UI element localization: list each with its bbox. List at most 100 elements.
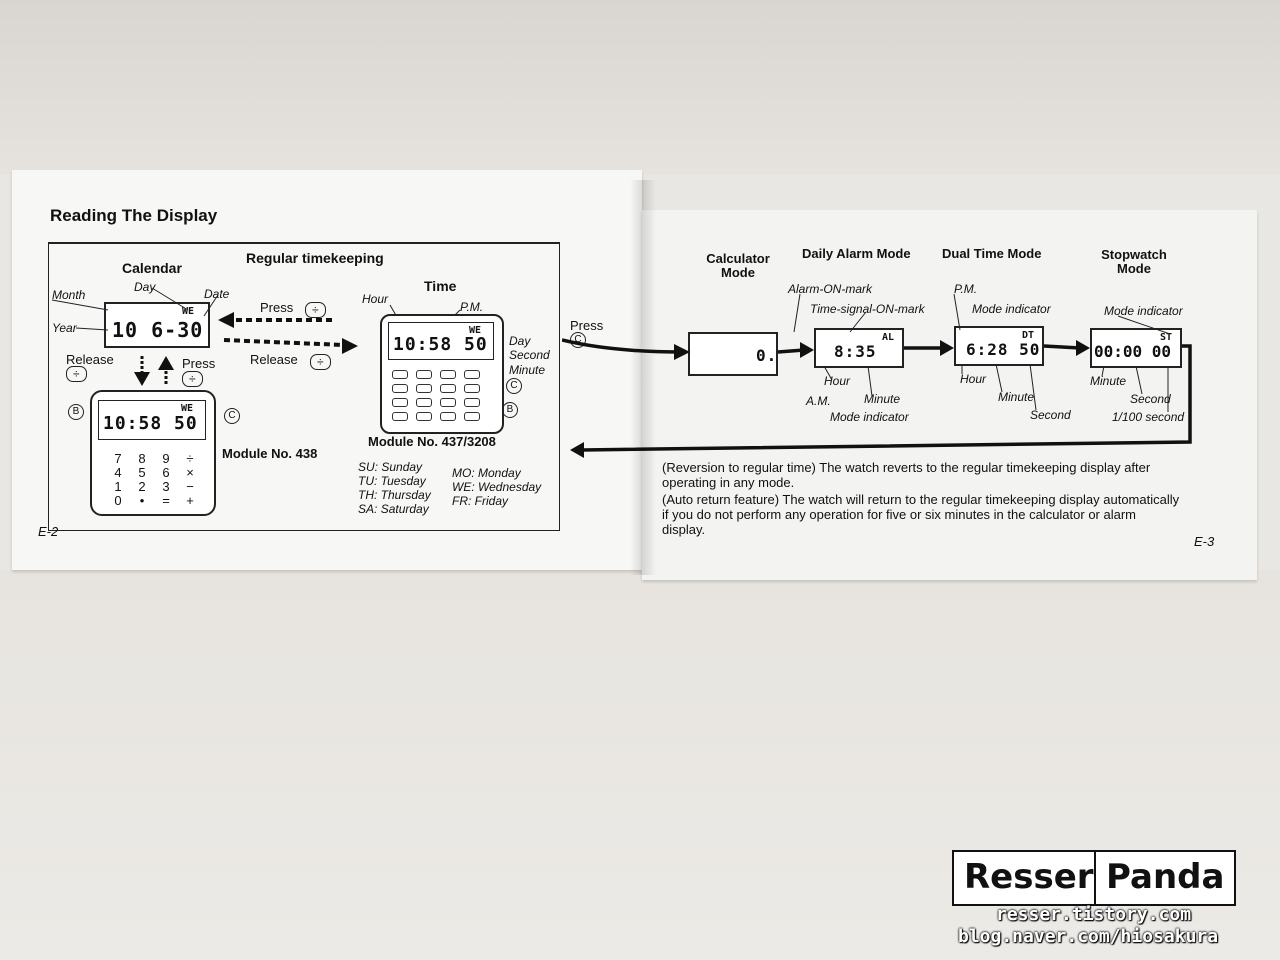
calendar-press-label: Press [182, 356, 216, 371]
label-day: Day [134, 280, 156, 294]
label-time-minute: Minute [509, 363, 546, 377]
button-b-437: B [502, 402, 518, 418]
label-sw-mode-indicator: Mode indicator [1104, 304, 1183, 318]
page-heading: Reading The Display [50, 206, 218, 225]
keypad-key: 2 [138, 479, 146, 494]
label-date: Date [204, 287, 230, 301]
calendar-title: Calendar [122, 260, 182, 276]
button-c-437: C [506, 378, 522, 394]
module-438-lcd-digits: 10:58 50 [103, 413, 198, 434]
key-14 [416, 412, 432, 421]
label-sw-second: Second [1130, 392, 1171, 406]
label-pm: P.M. [460, 300, 484, 314]
label-dual-pm: P.M. [954, 282, 978, 296]
keypad-key: • [139, 493, 145, 508]
watch-438: WE 10:58 50 7 8 9 ÷ 4 5 6 × 1 2 3 − 0 • … [90, 390, 216, 516]
label-dual-second: Second [1030, 408, 1071, 422]
keypad-key: 6 [162, 465, 170, 480]
label-sw-minute: Minute [1090, 374, 1127, 388]
label-alarm-on-mark: Alarm-ON-mark [788, 282, 872, 296]
left-page: Reading The Display Regular timekeeping … [12, 170, 642, 570]
label-alarm-minute: Minute [864, 392, 901, 406]
page-number-left: E-2 [38, 524, 59, 539]
calendar-lcd: WE 10 6-30 [104, 302, 210, 348]
label-alarm-am: A.M. [806, 394, 831, 408]
watermark-left-box: Resser [952, 850, 1106, 906]
module-437-label: Module No. 437/3208 [368, 434, 496, 449]
watch-437: WE 10:58 50 [380, 314, 504, 434]
calendar-release-key: ÷ [66, 366, 87, 382]
keypad-key: 5 [138, 465, 146, 480]
key-5 [392, 384, 408, 393]
press-divide-label: Press [260, 300, 294, 315]
keypad-key: 7 [114, 451, 122, 466]
button-c-438: C [224, 408, 240, 424]
key-11 [440, 398, 456, 407]
label-hour: Hour [362, 292, 389, 306]
lcd-stopwatch-digits: 00:00 00 [1094, 342, 1172, 361]
lcd-calculator: 0. [688, 332, 778, 376]
keypad-key: 8 [138, 451, 146, 466]
keypad-key: 0 [114, 493, 122, 508]
keypad-key: = [162, 493, 170, 508]
day-tu: TU: Tuesday [358, 474, 426, 488]
regular-timekeeping-frame [48, 242, 560, 531]
label-dual-hour: Hour [960, 372, 987, 386]
time-title: Time [424, 278, 457, 294]
watermark-right-box: Panda [1094, 850, 1237, 906]
lcd-alarm-mode: AL [882, 332, 895, 343]
key-16 [464, 412, 480, 421]
label-sw-hundredth: 1/100 second [1112, 410, 1185, 424]
keypad-key: ÷ [186, 451, 194, 466]
label-year: Year [52, 321, 77, 335]
mode-title-alarm: Daily Alarm Mode [802, 246, 911, 261]
watermark-url-1: resser.tistory.com [996, 904, 1192, 925]
keypad-key: + [186, 493, 194, 508]
key-12 [464, 398, 480, 407]
time-lcd: WE 10:58 50 [388, 322, 494, 360]
key-2 [416, 370, 432, 379]
press-c-key: C [570, 332, 586, 348]
lcd-dualtime-mode: DT [1022, 330, 1035, 341]
key-9 [392, 398, 408, 407]
lcd-alarm: AL 8:35 [814, 328, 904, 368]
label-dual-minute: Minute [998, 390, 1035, 404]
label-time-day: Day [509, 334, 531, 348]
mode-flow-arrows [562, 293, 1192, 458]
mode-title-stopwatch: Stopwatch Mode [1101, 247, 1167, 276]
mode-title-dualtime: Dual Time Mode [942, 246, 1042, 261]
keypad-key: 1 [114, 479, 122, 494]
time-lcd-digits: 10:58 50 [393, 334, 488, 355]
key-3 [440, 370, 456, 379]
page-gutter [630, 180, 656, 575]
lcd-stopwatch-mode: ST [1160, 332, 1173, 343]
auto-return-note: (Auto return feature) The watch will ret… [662, 492, 1180, 537]
manual-booklet: Reading The Display Regular timekeeping … [12, 170, 1257, 580]
keypad-key: 4 [114, 465, 122, 480]
right-page: Press C Calculator Mode Daily Alarm Mode… [562, 210, 1257, 580]
module-438-lcd: WE 10:58 50 [98, 400, 206, 440]
calendar-lcd-day: WE [182, 306, 195, 317]
day-mo: MO: Monday [452, 466, 521, 480]
key-1 [392, 370, 408, 379]
desk-background-top [0, 0, 1280, 175]
day-we: WE: Wednesday [452, 480, 542, 494]
key-6 [416, 384, 432, 393]
key-7 [440, 384, 456, 393]
mode-title-calculator: Calculator Mode [706, 251, 770, 280]
day-fr: FR: Friday [452, 494, 509, 508]
lcd-alarm-digits: 8:35 [834, 342, 877, 361]
press-c-label: Press [570, 318, 604, 333]
keypad-key: × [186, 465, 194, 480]
module-438-label: Module No. 438 [222, 446, 318, 461]
lcd-dualtime: DT 6:28 50 [954, 326, 1044, 366]
release-divide-key: ÷ [310, 354, 331, 370]
lcd-dualtime-digits: 6:28 50 [966, 340, 1041, 359]
day-su: SU: Sunday [358, 460, 423, 474]
section-title: Regular timekeeping [240, 250, 390, 266]
day-th: TH: Thursday [358, 488, 431, 502]
key-15 [440, 412, 456, 421]
time-lcd-day: WE [469, 325, 482, 336]
label-time-signal-on-mark: Time-signal-ON-mark [810, 302, 925, 316]
key-4 [464, 370, 480, 379]
